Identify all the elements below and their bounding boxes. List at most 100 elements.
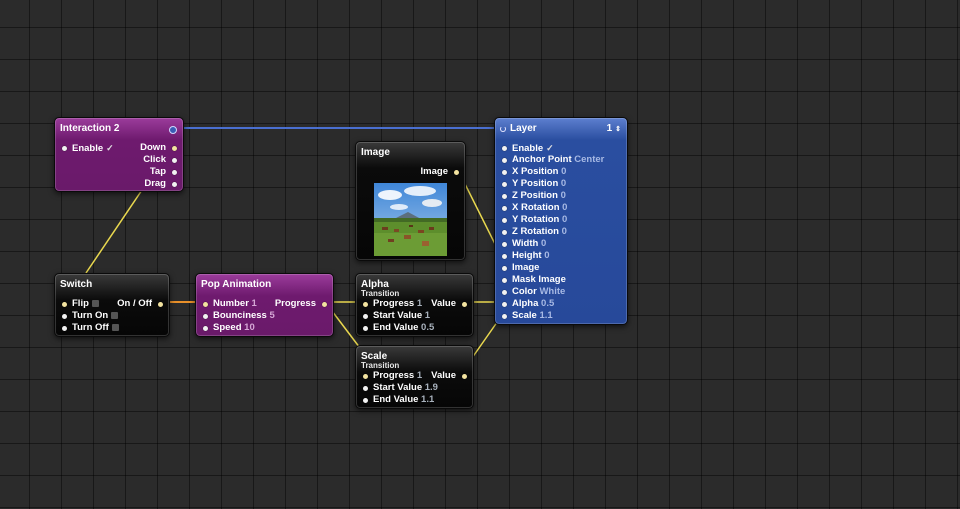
flip-pulse-icon[interactable]	[91, 300, 99, 307]
enable-row: Enable✓	[72, 142, 114, 154]
layer-input-port[interactable]	[502, 182, 507, 187]
alpha-start-value[interactable]: 1	[424, 310, 431, 321]
layer-input-port[interactable]	[502, 146, 507, 151]
enable-port[interactable]	[62, 146, 67, 151]
scale-start-value[interactable]: 1.9	[424, 382, 438, 393]
alpha-end-value[interactable]: 0.5	[421, 322, 435, 333]
progress-output-port[interactable]	[322, 302, 327, 307]
alpha-progress-value[interactable]: 1	[416, 298, 423, 309]
layer-input-value[interactable]: 0	[561, 214, 568, 225]
layer-input-port[interactable]	[502, 266, 507, 271]
turn-on-port[interactable]	[62, 314, 67, 319]
layer-input-port[interactable]	[502, 254, 507, 259]
layer-count-stepper[interactable]: 1⇕	[607, 123, 621, 134]
layer-input-row: Enable✓	[512, 142, 554, 154]
radio-output-icon[interactable]	[169, 126, 177, 134]
on-off-port[interactable]	[158, 302, 163, 307]
enable-check-icon[interactable]: ✓	[546, 143, 554, 153]
layer-input-port[interactable]	[502, 170, 507, 175]
pop-animation-node[interactable]: Pop Animation Number 1 Bounciness 5 Spee…	[195, 273, 334, 337]
bounciness-label: Bounciness	[213, 310, 267, 321]
scale-transition-node[interactable]: Scale Transition Progress 1 Start Value …	[355, 345, 474, 409]
layer-input-port[interactable]	[502, 230, 507, 235]
progress-output-label: Progress	[274, 298, 316, 309]
layer-input-value[interactable]: 0.5	[541, 298, 555, 309]
pop-title: Pop Animation	[201, 279, 272, 290]
scale-end-value[interactable]: 1.1	[421, 394, 435, 405]
interaction-title: Interaction 2	[60, 123, 120, 134]
scale-progress-port[interactable]	[363, 374, 368, 379]
speed-label: Speed	[213, 322, 242, 333]
bounciness-value[interactable]: 5	[269, 310, 275, 321]
alpha-start-port[interactable]	[363, 314, 368, 319]
click-port[interactable]	[172, 158, 177, 163]
layer-input-port[interactable]	[502, 158, 507, 163]
layer-input-port[interactable]	[502, 242, 507, 247]
down-port[interactable]	[172, 146, 177, 151]
flip-row: Flip	[72, 298, 99, 310]
scale-value-port[interactable]	[462, 374, 467, 379]
layer-input-port[interactable]	[502, 194, 507, 199]
layer-input-port[interactable]	[502, 278, 507, 283]
tap-port[interactable]	[172, 170, 177, 175]
number-label: Number	[213, 298, 249, 309]
number-port[interactable]	[203, 302, 208, 307]
layer-input-row: X Position 0	[512, 166, 566, 178]
alpha-value-port[interactable]	[462, 302, 467, 307]
flip-port[interactable]	[62, 302, 67, 307]
turn-on-pulse-icon[interactable]	[111, 312, 119, 319]
alpha-progress-port[interactable]	[363, 302, 368, 307]
layer-input-port[interactable]	[502, 206, 507, 211]
scale-end-label: End Value	[373, 394, 419, 405]
output-down-label: Down	[140, 142, 166, 153]
layer-input-value[interactable]: 0	[560, 178, 567, 189]
layer-input-value[interactable]: 0	[561, 226, 567, 237]
speed-value[interactable]: 10	[244, 322, 255, 333]
alpha-start-label: Start Value	[373, 310, 423, 321]
scale-end-port[interactable]	[363, 398, 368, 403]
wire-tap-flip[interactable]	[85, 189, 143, 274]
layer-input-value[interactable]: 0	[560, 190, 566, 201]
layer-input-label: Anchor Point	[512, 154, 572, 165]
alpha-end-port[interactable]	[363, 326, 368, 331]
turn-off-pulse-icon[interactable]	[111, 324, 119, 331]
drag-port[interactable]	[172, 182, 177, 187]
layer-input-value[interactable]: 0	[562, 202, 568, 213]
turn-on-label: Turn On	[72, 310, 109, 321]
turn-on-row: Turn On	[72, 310, 119, 322]
layer-node[interactable]: Layer 1⇕ Enable✓Anchor Point Center X Pos…	[494, 117, 628, 325]
layer-input-value[interactable]: 0	[561, 166, 567, 177]
layer-input-value[interactable]: 1.1	[539, 310, 553, 321]
layer-input-value[interactable]: White	[539, 286, 566, 297]
interaction-node[interactable]: Interaction 2 Enable✓ Down Click Tap Dra…	[54, 117, 184, 192]
layer-count: 1	[606, 123, 613, 134]
switch-node[interactable]: Switch Flip Turn On Turn Off On / Off	[54, 273, 170, 337]
layer-input-label: Image	[512, 262, 540, 273]
flip-label: Flip	[72, 298, 89, 309]
reset-icon[interactable]	[500, 126, 506, 132]
layer-input-value[interactable]: Center	[574, 154, 605, 165]
image-node[interactable]: Image Image	[355, 141, 466, 261]
layer-input-value[interactable]: 0	[544, 250, 550, 261]
number-value[interactable]: 1	[251, 298, 257, 309]
output-drag-label: Drag	[144, 178, 166, 189]
image-output-port[interactable]	[454, 170, 459, 175]
speed-port[interactable]	[203, 326, 208, 331]
bounciness-port[interactable]	[203, 314, 208, 319]
scale-progress-value[interactable]: 1	[416, 370, 423, 381]
layer-input-port[interactable]	[502, 314, 507, 319]
switch-title: Switch	[60, 279, 93, 290]
layer-input-row: X Rotation 0	[512, 202, 567, 214]
layer-input-port[interactable]	[502, 302, 507, 307]
check-icon[interactable]: ✓	[106, 143, 114, 153]
alpha-transition-node[interactable]: Alpha Transition Progress 1 Start Value …	[355, 273, 474, 337]
layer-input-value[interactable]: 0	[540, 238, 547, 249]
layer-input-port[interactable]	[502, 218, 507, 223]
turn-off-port[interactable]	[62, 326, 67, 331]
layer-title: Layer	[510, 123, 537, 134]
layer-input-label: Z Rotation	[512, 226, 559, 237]
layer-input-port[interactable]	[502, 290, 507, 295]
scale-start-port[interactable]	[363, 386, 368, 391]
stepper-arrows-icon[interactable]: ⇕	[615, 126, 621, 133]
image-title: Image	[361, 147, 390, 158]
